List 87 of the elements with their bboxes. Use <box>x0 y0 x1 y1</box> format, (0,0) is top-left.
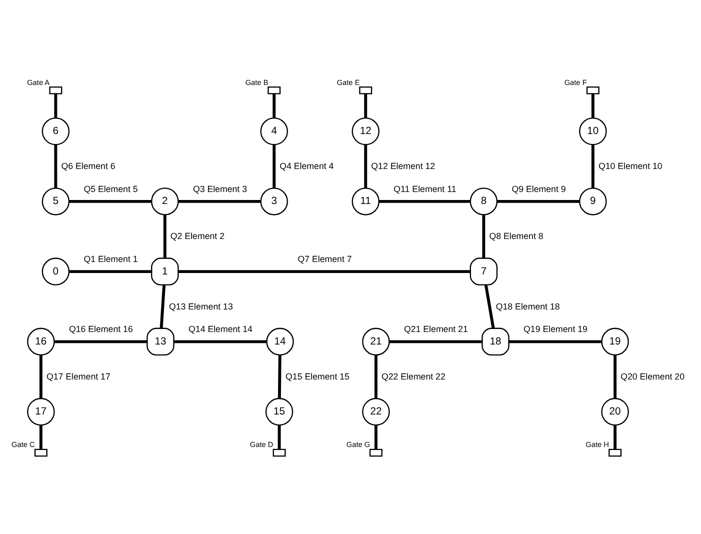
node-box <box>586 86 600 94</box>
connector <box>482 214 486 258</box>
node-label: Gate H <box>586 440 610 449</box>
edge-label: Q9 Element 9 <box>512 183 566 194</box>
connector <box>178 199 261 202</box>
node-box <box>34 448 48 456</box>
connector <box>374 424 378 449</box>
edge-label: Q19 Element 19 <box>524 324 588 334</box>
edge-label: Q6 Element 6 <box>61 160 116 171</box>
edge-label: Q20 Element 20 <box>620 370 685 381</box>
connector <box>54 340 147 343</box>
node-circle: 15 <box>265 397 294 426</box>
connector <box>178 270 470 273</box>
node-circle: 21 <box>362 327 390 356</box>
node-box <box>369 448 382 456</box>
connector <box>69 199 152 202</box>
node-circle: 17 <box>27 397 55 426</box>
node-box <box>49 86 62 94</box>
edge-label: Q21 Element 21 <box>404 324 468 334</box>
edge-label: Q5 Element 5 <box>84 183 138 194</box>
node-circle: 9 <box>579 187 607 215</box>
node-circle: 22 <box>362 397 390 426</box>
connector <box>54 93 58 118</box>
connector <box>272 93 276 118</box>
connector <box>374 354 378 398</box>
edge-label: Q7 Element 7 <box>298 254 352 264</box>
connector <box>69 270 152 273</box>
node-circle: 14 <box>266 327 294 356</box>
edge-label: Q1 Element 1 <box>84 254 138 264</box>
node-label: Gate C <box>12 440 35 449</box>
node-circle: 0 <box>42 257 70 285</box>
connector <box>278 424 281 449</box>
edge-label: Q14 Element 14 <box>188 324 252 334</box>
connector <box>509 340 602 343</box>
connector <box>54 144 58 188</box>
node-circle: 20 <box>601 397 629 426</box>
connector <box>278 354 282 398</box>
connector <box>484 284 495 328</box>
node-label: Gate G <box>346 440 370 449</box>
connector <box>591 93 594 118</box>
node-circle: 6 <box>42 116 70 145</box>
edge-label: Q22 Element 22 <box>381 370 446 381</box>
node-label: Gate B <box>245 77 268 86</box>
connector <box>160 284 166 328</box>
connector <box>364 144 368 188</box>
node-label: Gate A <box>27 77 50 86</box>
connector <box>591 144 594 188</box>
node-circle: 19 <box>601 327 629 356</box>
edge-label: Q12 Element 12 <box>371 160 436 171</box>
node-circle: 3 <box>260 187 288 215</box>
connector <box>163 214 166 258</box>
edge-label: Q10 Element 10 <box>598 160 662 171</box>
edge-label: Q13 Element 13 <box>168 300 233 311</box>
node-box <box>359 86 372 94</box>
node-box <box>608 448 622 456</box>
edge-label: Q2 Element 2 <box>170 230 225 241</box>
connector <box>272 144 276 188</box>
node-circle: 2 <box>151 187 179 215</box>
connector <box>174 340 266 343</box>
node-box <box>272 448 286 456</box>
edge-label: Q15 Element 15 <box>286 370 350 381</box>
node-circle: 8 <box>470 187 498 215</box>
connector <box>378 199 470 202</box>
connector <box>39 354 42 398</box>
node-circle: 5 <box>42 187 70 215</box>
node-label: Gate D <box>250 440 274 449</box>
connector <box>364 93 368 118</box>
node-label: Gate E <box>336 77 360 86</box>
edge-label: Q4 Element 4 <box>280 160 334 171</box>
connector <box>614 354 617 398</box>
node-label: Gate F <box>564 77 587 86</box>
edge-label: Q18 Element 18 <box>496 300 560 311</box>
edge-label: Q8 Element 8 <box>489 230 544 241</box>
node-circle: 10 <box>579 116 607 145</box>
connector <box>39 424 42 449</box>
connector <box>614 424 617 449</box>
node-circle: 16 <box>27 327 55 356</box>
connector <box>497 199 580 202</box>
connector <box>389 340 482 343</box>
node-circle: 12 <box>352 116 380 145</box>
node-circle: 4 <box>260 116 288 145</box>
edge-label: Q17 Element 17 <box>46 370 110 381</box>
edge-label: Q3 Element 3 <box>192 183 248 194</box>
edge-label: Q11 Element 11 <box>394 183 456 194</box>
node-circle: 11 <box>352 187 380 215</box>
node-box <box>268 86 281 94</box>
edge-label: Q16 Element 16 <box>68 324 133 334</box>
